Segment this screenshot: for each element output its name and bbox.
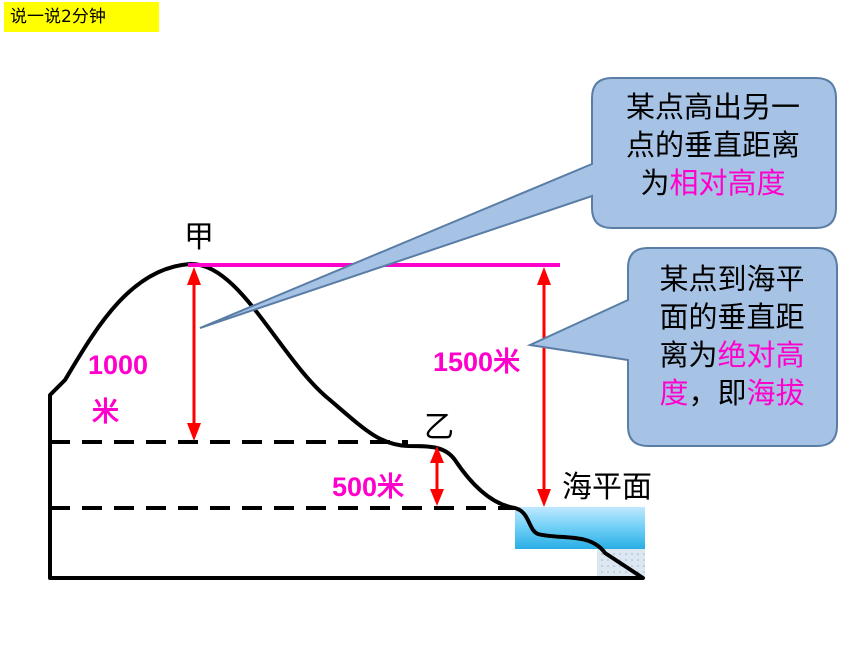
callout-relative-line3: 为相对高度 <box>640 166 786 200</box>
callout-absolute-line3: 离为绝对高 <box>659 338 805 372</box>
arrow-500 <box>430 446 444 506</box>
callout-absolute-line2: 面的垂直距 <box>659 300 805 334</box>
callout-absolute-line4: 度，即海拔 <box>659 376 805 410</box>
sea-level-label: 海平面 <box>562 470 652 505</box>
arrow-1000 <box>187 267 201 441</box>
arrow-1500 <box>537 267 551 507</box>
callout-relative <box>199 77 837 329</box>
callout-absolute-line1: 某点到海平 <box>659 262 805 296</box>
sea-water <box>515 507 645 549</box>
measure-1000-number: 1000 <box>88 350 149 380</box>
terrain-outline <box>48 261 645 580</box>
measure-500: 500米 <box>332 472 405 502</box>
callout-relative-line1: 某点高出另一 <box>625 90 800 124</box>
callout-absolute-text: 某点到海平 面的垂直距 离为绝对高 度，即海拔 <box>634 260 830 412</box>
point-label-yi: 乙 <box>424 410 454 445</box>
callout-relative-line2: 点的垂直距离 <box>625 128 800 162</box>
callout-absolute <box>526 247 838 447</box>
measure-1000-unit: 米 <box>92 397 119 427</box>
title-tag: 说一说2分钟 <box>4 2 159 32</box>
peak-label-jia: 甲 <box>184 220 214 255</box>
callout-relative-text: 某点高出另一 点的垂直距离 为相对高度 <box>598 88 828 202</box>
measure-1500: 1500米 <box>433 347 521 377</box>
